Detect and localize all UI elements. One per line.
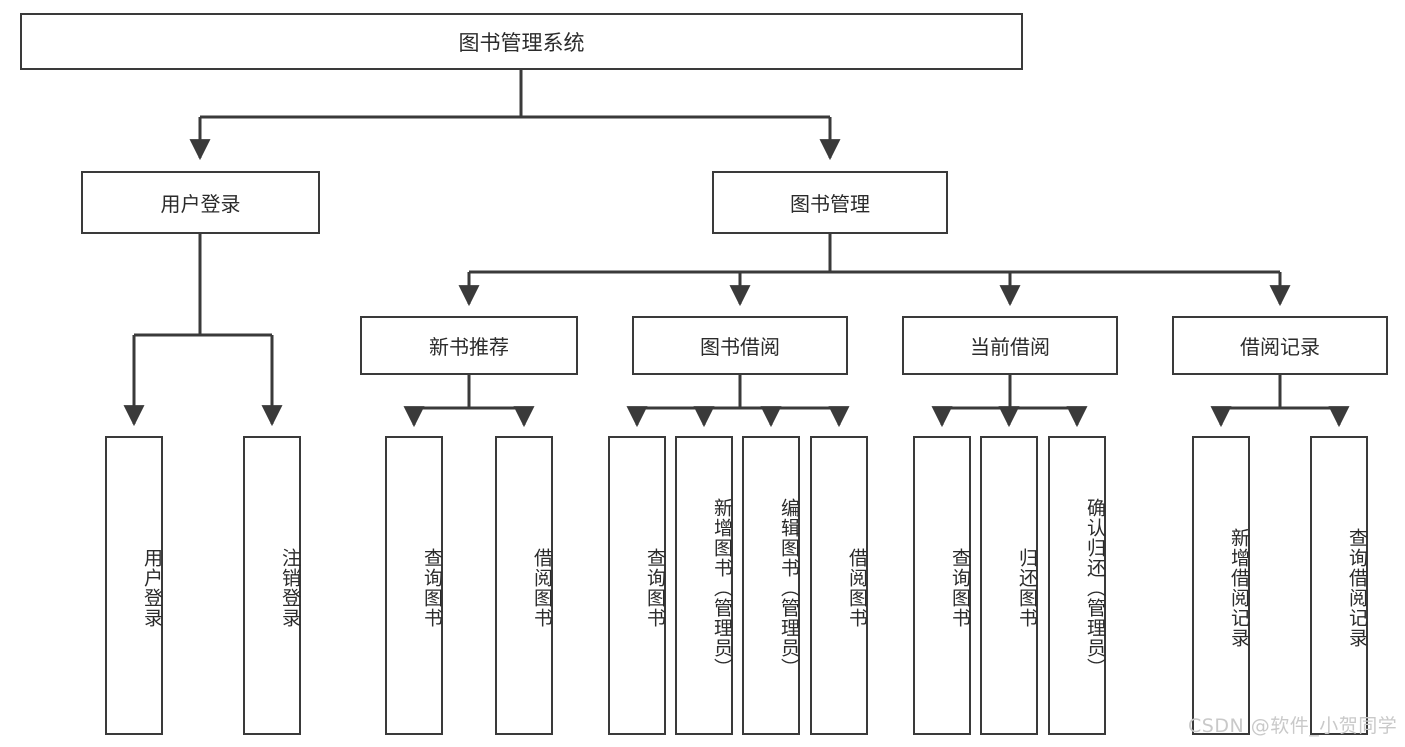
node-root[interactable]: 图书管理系统 [20, 13, 1023, 70]
node-leaf-confirm-return-admin-label: 确认归还（管理员） [1084, 497, 1106, 678]
node-book-management-label: 图书管理 [790, 192, 870, 216]
node-leaf-add-book-admin[interactable]: 新增图书（管理员） [675, 436, 733, 735]
node-leaf-add-book-admin-label: 新增图书（管理员） [711, 497, 733, 678]
node-group-new-book-recommend-label: 新书推荐 [429, 335, 509, 359]
node-leaf-query-borrow-record-label: 查询借阅记录 [1346, 527, 1368, 648]
node-leaf-borrow-book-recommend-label: 借阅图书 [531, 547, 553, 628]
node-leaf-add-borrow-record[interactable]: 新增借阅记录 [1192, 436, 1250, 735]
node-leaf-edit-book-admin[interactable]: 编辑图书（管理员） [742, 436, 800, 735]
node-leaf-confirm-return-admin[interactable]: 确认归还（管理员） [1048, 436, 1106, 735]
node-leaf-query-borrow-record[interactable]: 查询借阅记录 [1310, 436, 1368, 735]
node-leaf-query-book-borrow[interactable]: 查询图书 [608, 436, 666, 735]
node-group-borrow-record[interactable]: 借阅记录 [1172, 316, 1388, 375]
node-leaf-add-borrow-record-label: 新增借阅记录 [1228, 527, 1250, 648]
node-book-management[interactable]: 图书管理 [712, 171, 948, 234]
node-leaf-query-book-recommend-label: 查询图书 [421, 547, 443, 628]
node-leaf-query-book-current-label: 查询图书 [949, 547, 971, 628]
node-group-current-borrow[interactable]: 当前借阅 [902, 316, 1118, 375]
node-group-new-book-recommend[interactable]: 新书推荐 [360, 316, 578, 375]
node-leaf-return-book[interactable]: 归还图书 [980, 436, 1038, 735]
node-leaf-logout[interactable]: 注销登录 [243, 436, 301, 735]
watermark: CSDN @软件_小贺同学 [1188, 715, 1398, 737]
node-leaf-query-book-current[interactable]: 查询图书 [913, 436, 971, 735]
node-leaf-logout-label: 注销登录 [279, 547, 301, 628]
node-leaf-borrow-book[interactable]: 借阅图书 [810, 436, 868, 735]
node-leaf-borrow-book-recommend[interactable]: 借阅图书 [495, 436, 553, 735]
node-leaf-user-login[interactable]: 用户登录 [105, 436, 163, 735]
node-leaf-query-book-borrow-label: 查询图书 [644, 547, 666, 628]
node-leaf-user-login-label: 用户登录 [141, 547, 163, 628]
node-leaf-edit-book-admin-label: 编辑图书（管理员） [778, 497, 800, 678]
node-user-login[interactable]: 用户登录 [81, 171, 320, 234]
node-group-book-borrow-label: 图书借阅 [700, 335, 780, 359]
node-group-borrow-record-label: 借阅记录 [1240, 335, 1320, 359]
node-leaf-query-book-recommend[interactable]: 查询图书 [385, 436, 443, 735]
node-leaf-return-book-label: 归还图书 [1016, 547, 1038, 628]
node-user-login-label: 用户登录 [160, 192, 241, 216]
node-group-current-borrow-label: 当前借阅 [970, 335, 1050, 359]
node-leaf-borrow-book-label: 借阅图书 [846, 547, 868, 628]
node-root-label: 图书管理系统 [458, 30, 585, 55]
node-group-book-borrow[interactable]: 图书借阅 [632, 316, 848, 375]
